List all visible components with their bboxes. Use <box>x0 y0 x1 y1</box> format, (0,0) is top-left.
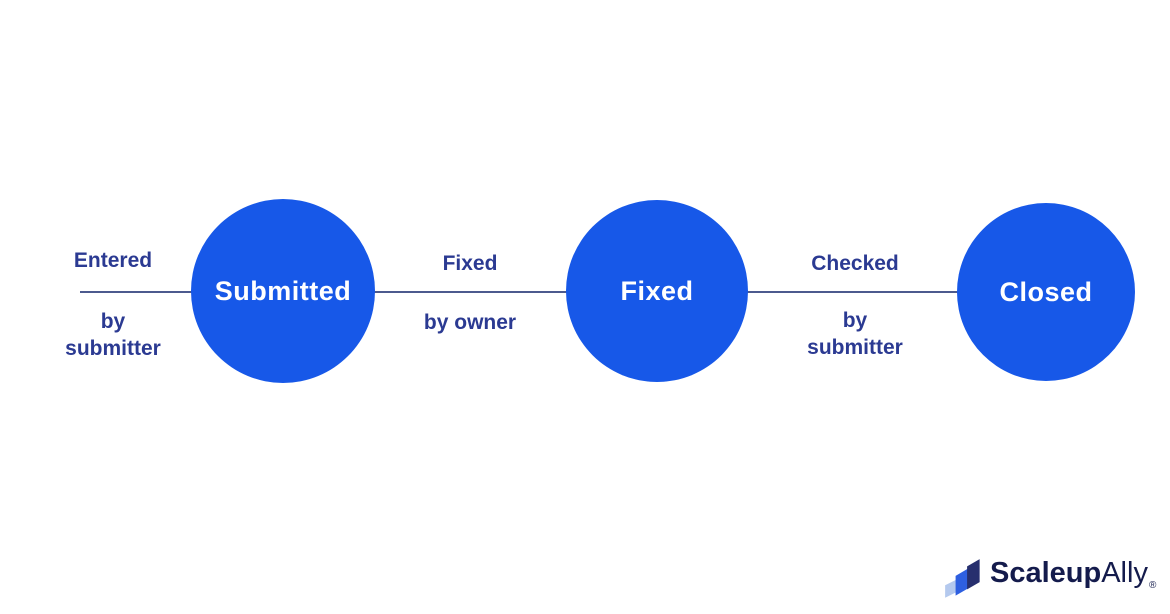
transition-fixed-action: Fixed <box>442 252 498 275</box>
node-closed: Closed <box>957 203 1135 381</box>
node-closed-label: Closed <box>999 276 1093 307</box>
scaleupally-wordmark: ScaleupAlly® <box>990 550 1156 609</box>
node-fixed-label: Fixed <box>620 275 694 306</box>
scaleupally-chevron-icon <box>945 558 980 598</box>
transition-fixed-actor-line-1: by owner <box>423 311 517 334</box>
node-submitted: Submitted <box>191 199 375 383</box>
scaleupally-logo: ScaleupAlly® <box>944 550 1156 609</box>
transition-entered-action: Entered <box>73 249 153 272</box>
logo-text-ally: Ally <box>1101 557 1148 589</box>
workflow-connector-line <box>80 291 1046 293</box>
transition-checked-action: Checked <box>811 252 899 275</box>
transition-checked-actor-line-1: by <box>842 309 868 332</box>
node-submitted-label: Submitted <box>214 275 352 306</box>
transition-entered-actor-line-1: by <box>100 310 126 333</box>
node-fixed: Fixed <box>566 200 748 382</box>
transition-checked-actor: by submitter <box>790 307 920 361</box>
logo-text-scaleup: Scaleup <box>990 557 1102 589</box>
transition-checked-actor-line-2: submitter <box>807 336 903 359</box>
registered-trademark-icon: ® <box>1148 580 1157 591</box>
transition-entered-actor: by submitter <box>48 308 178 362</box>
transition-fixed-actor: by owner <box>390 309 550 336</box>
transition-entered-actor-line-2: submitter <box>65 337 161 360</box>
